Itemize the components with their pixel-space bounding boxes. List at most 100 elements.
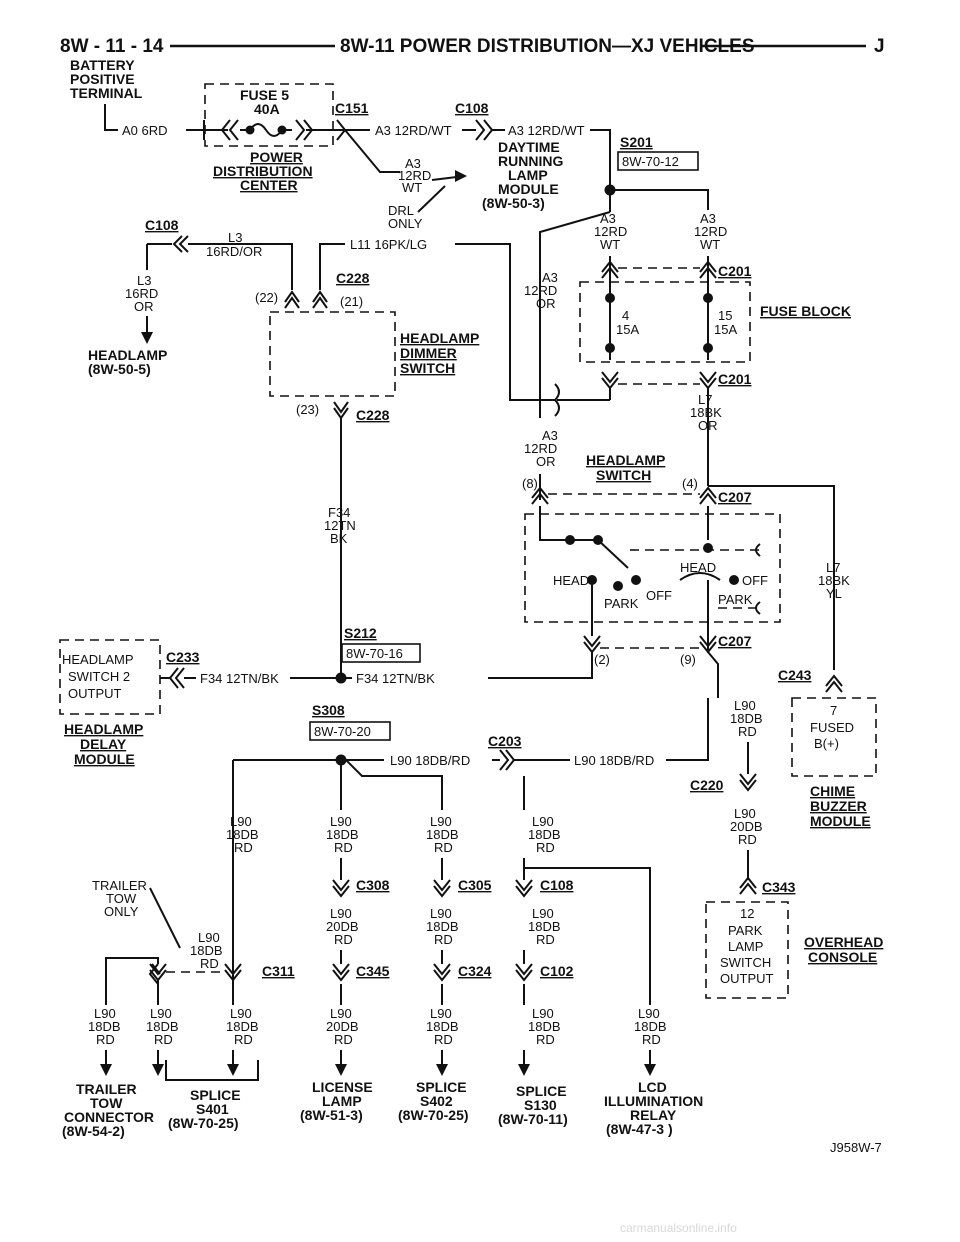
- fuse-block-outline: [579, 281, 751, 363]
- arrow-license: [335, 1064, 347, 1076]
- battery-line-3: TERMINAL: [70, 85, 143, 101]
- l90-column-labels-lower: L90 18DB RD L90 18DB RD L90 18DB RD L90 …: [88, 1006, 667, 1047]
- wire-l7-yl-2: 18BK: [818, 573, 850, 588]
- arrow-s401-a: [152, 1064, 164, 1076]
- c201-bottom-pins: [601, 371, 717, 390]
- chime-line-2: BUZZER: [810, 798, 867, 814]
- s308-ref-box: [309, 721, 391, 741]
- wire-l7-yl-1: L7: [826, 560, 840, 575]
- wire-l90-c2b-1: L90: [330, 906, 352, 921]
- wire-l90-d7-3: RD: [642, 1032, 661, 1047]
- wire-l90-c3-2: 18DB: [426, 827, 459, 842]
- dest-license-1: LICENSE: [312, 1079, 373, 1095]
- switch-contact-c: [703, 543, 713, 553]
- connector-c243: C243: [778, 667, 812, 683]
- fuse-block-feeds: [609, 256, 709, 360]
- wire-a3-label-1: A3 12RD/WT: [375, 123, 452, 138]
- overhead-box-pin: 12: [740, 906, 754, 921]
- dest-trailer-2: TOW: [90, 1095, 123, 1111]
- dest-trailer-4: (8W-54-2): [62, 1123, 125, 1139]
- fuse15-dot-bottom: [703, 343, 713, 353]
- s212-ref-box: [341, 643, 421, 663]
- fuse5-dot-left: [245, 125, 255, 135]
- connector-c151: C151: [335, 100, 369, 116]
- fuse5-connector-left: [220, 119, 239, 141]
- destination-trailer: TRAILER TOW CONNECTOR (8W-54-2): [62, 1081, 154, 1139]
- connector-c305: C305: [458, 877, 492, 893]
- switch-outputs: [591, 580, 709, 650]
- fuse4-rating: 15A: [616, 322, 639, 337]
- switch-link-end-top: [755, 543, 761, 557]
- wire-l90-20-r1: L90: [734, 806, 756, 821]
- c220-pin: [739, 773, 757, 792]
- fuse15-dot-top: [703, 293, 713, 303]
- arrow-trailer: [100, 1064, 112, 1076]
- wire-f34-stack-2: 12TN: [324, 518, 356, 533]
- delay-box-3: OUTPUT: [68, 686, 122, 701]
- drm-line-3: LAMP: [508, 167, 548, 183]
- l11-wire: [455, 243, 555, 401]
- fuse4-dot-bottom: [605, 343, 615, 353]
- pin-4: (4): [682, 476, 698, 491]
- chime-line-3: MODULE: [810, 813, 871, 829]
- overhead-box-park: PARK: [728, 923, 763, 938]
- connector-c203: C203: [488, 733, 522, 749]
- s401-bracket: [165, 1060, 259, 1081]
- drl-only-1: DRL: [388, 203, 414, 218]
- overhead-line-2: CONSOLE: [808, 949, 877, 965]
- wire-l7-bk-3: OR: [698, 418, 718, 433]
- c228-top-pins: [284, 290, 328, 309]
- overhead-box-output: OUTPUT: [720, 971, 774, 986]
- drm-line-4: MODULE: [498, 181, 559, 197]
- splice-s201: S201: [620, 134, 653, 150]
- wire-f34-stack-1: F34: [328, 505, 350, 520]
- c207-bottom-pins: [583, 635, 717, 654]
- dest-lcd-2: ILLUMINATION: [604, 1093, 703, 1109]
- page-header: 8W - 11 - 14 8W-11 POWER DISTRIBUTION—XJ…: [60, 36, 885, 57]
- battery-line-2: POSITIVE: [70, 71, 135, 87]
- connector-c108-bottom: C108: [540, 877, 574, 893]
- connector-c108-left: C108: [145, 217, 179, 233]
- wire-l11-label: L11 16PK/LG: [350, 237, 427, 252]
- wire-l90-d2-1: L90: [150, 1006, 172, 1021]
- wire-l90-c2-2: 18DB: [326, 827, 359, 842]
- wire-f34-stack-3: BK: [330, 531, 348, 546]
- wire-l90-c4b-2: 18DB: [528, 919, 561, 934]
- dest-trailer-3: CONNECTOR: [64, 1109, 154, 1125]
- power-distribution-center: FUSE 5 40A POWER DISTRIBUTION CENTER: [186, 83, 345, 193]
- watermark-text: carmanualsonline.info: [620, 1221, 737, 1235]
- dest-lcd-1: LCD: [638, 1079, 667, 1095]
- switch-off-left: OFF: [646, 588, 672, 603]
- fuse5-wire: [186, 123, 345, 137]
- wire-l90-d5-2: 18DB: [426, 1019, 459, 1034]
- l11-wire-stub: [319, 243, 345, 290]
- wire-a3-right-3: WT: [700, 237, 720, 252]
- connector-c108-top: C108: [455, 100, 489, 116]
- pin-8: (8): [522, 476, 538, 491]
- chime-box-fused: FUSED: [810, 720, 854, 735]
- wire-l90-d1-3: RD: [96, 1032, 115, 1047]
- pdc-outline: [204, 83, 334, 147]
- connector-c311: C311: [262, 963, 295, 979]
- fuse4-number: 4: [622, 308, 629, 323]
- dest-s130-1: SPLICE: [516, 1083, 567, 1099]
- dimmer-line-3: SWITCH: [400, 360, 455, 376]
- wire-l90-c1-2: 18DB: [226, 827, 259, 842]
- drm-line-1: DAYTIME: [498, 139, 560, 155]
- chime-line-1: CHIME: [810, 783, 855, 799]
- headlamp-switch-outline: [524, 513, 781, 623]
- connector-c308: C308: [356, 877, 390, 893]
- wire-a3-right-1: A3: [700, 211, 716, 226]
- l90-drops-mid: [340, 950, 525, 964]
- pdc-line-1: POWER: [250, 149, 303, 165]
- switch-contact-off: [631, 575, 641, 585]
- l90-drops-upper: [340, 858, 651, 1005]
- switch-link-end-bottom: [755, 601, 761, 615]
- c207-top-pins: [531, 486, 717, 505]
- wire-a3-or-1: A3: [542, 270, 558, 285]
- drm-line-2: RUNNING: [498, 153, 563, 169]
- connector-c207-bottom: C207: [718, 633, 752, 649]
- switch-off-right: OFF: [742, 573, 768, 588]
- fuse5-connector-right: [295, 119, 314, 141]
- wire-l90-c4-1: L90: [532, 814, 554, 829]
